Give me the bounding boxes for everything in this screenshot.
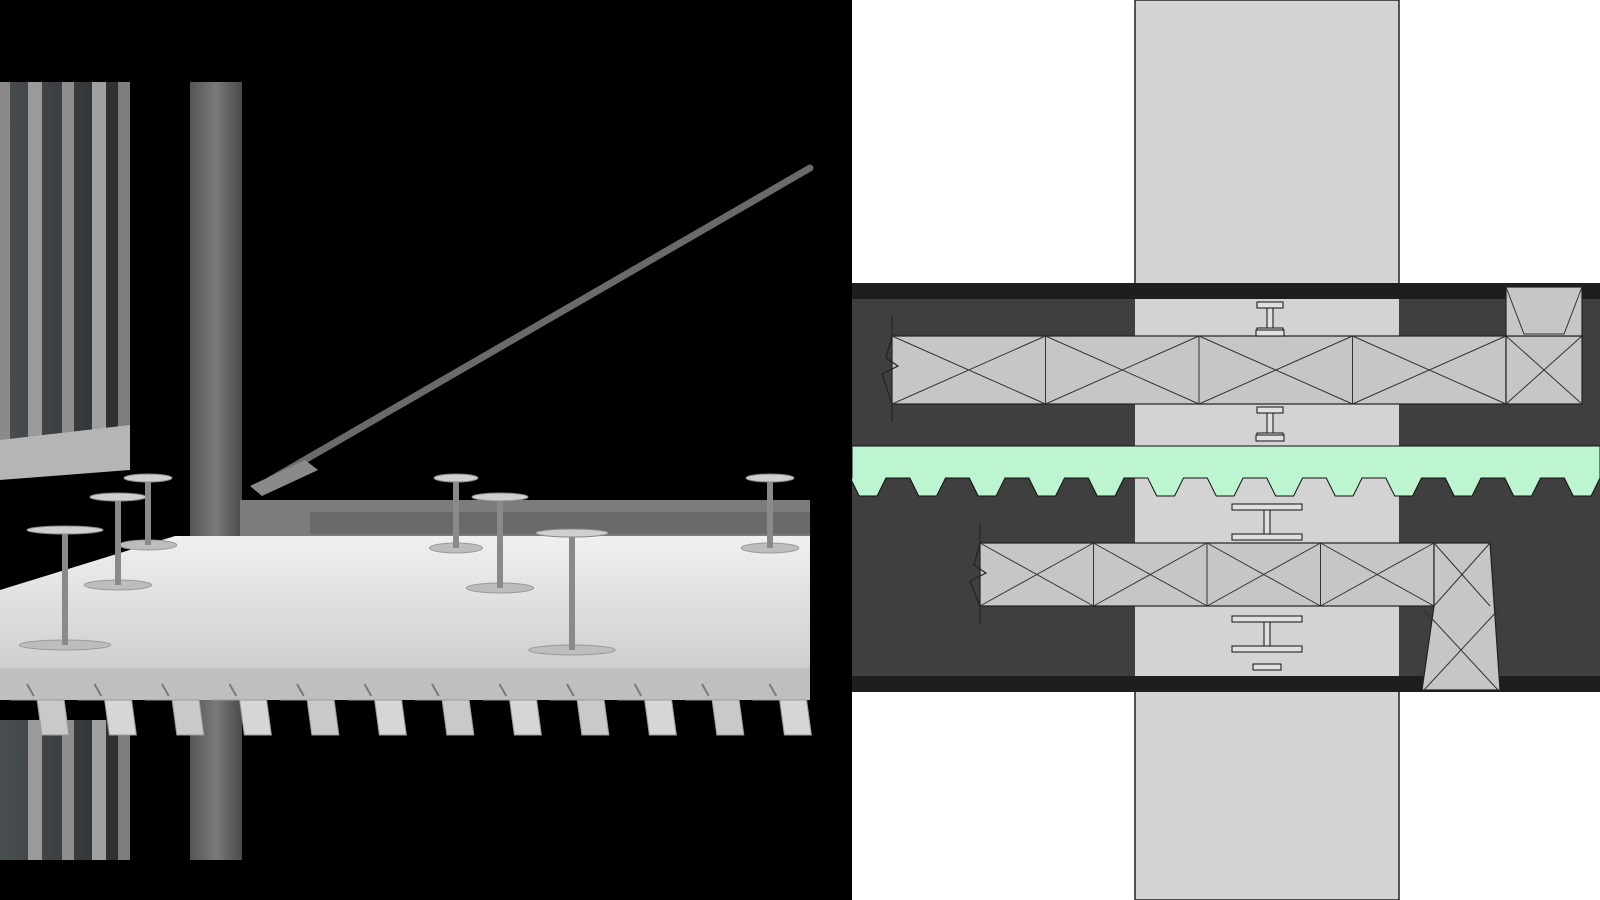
curtain-wall xyxy=(0,82,130,860)
deck-fastener xyxy=(228,683,238,697)
deck-flute xyxy=(415,699,475,736)
truss-bay xyxy=(1206,542,1321,607)
bearing-plate xyxy=(1255,434,1285,442)
truss-bay xyxy=(1352,335,1507,405)
slab-edge xyxy=(0,668,810,700)
deck-flute xyxy=(550,699,610,736)
truss-end-block xyxy=(1505,286,1583,405)
shear-stud xyxy=(18,525,112,651)
tie-rod-connection xyxy=(250,460,318,496)
deck-fastener xyxy=(93,683,103,697)
section-drawing-panel xyxy=(852,0,1600,900)
steel-column xyxy=(190,82,242,860)
deck-flute xyxy=(482,699,542,736)
deck-flute xyxy=(77,699,137,736)
deck-flute xyxy=(347,699,407,736)
truss-bay xyxy=(1198,335,1353,405)
deck-flute xyxy=(212,699,272,736)
metal-deck xyxy=(10,683,812,736)
deck-fastener xyxy=(701,683,710,697)
tie-rod xyxy=(266,164,814,484)
deck-fastener xyxy=(363,683,373,697)
shear-stud xyxy=(740,473,800,554)
deck-flute xyxy=(752,699,812,736)
deck-fastener xyxy=(431,683,440,697)
upper-truss xyxy=(881,286,1583,422)
deck-fastener xyxy=(768,683,778,697)
shear-stud xyxy=(465,492,535,594)
deck-fastener xyxy=(26,683,35,697)
shear-studs xyxy=(18,473,800,656)
truss-bay xyxy=(1320,542,1435,607)
concrete-slab xyxy=(852,445,1600,497)
truss-bay xyxy=(1045,335,1200,405)
truss-bay xyxy=(979,542,1094,607)
bearing-plate xyxy=(1255,329,1285,337)
slab-rendering xyxy=(0,82,814,860)
shear-stud xyxy=(83,492,153,591)
deck-flute xyxy=(10,699,70,736)
beam-sections xyxy=(1231,301,1303,671)
i-beam-symbol xyxy=(1231,503,1303,541)
slab-top-surface xyxy=(0,536,810,668)
bearing-plate xyxy=(1252,663,1282,671)
i-beam-symbol xyxy=(1231,615,1303,653)
shear-stud xyxy=(118,473,178,551)
deck-fastener xyxy=(161,683,170,697)
deck-fastener xyxy=(566,683,575,697)
section-drawing xyxy=(852,0,1600,900)
truss-bay xyxy=(1093,542,1208,607)
truss-end-block xyxy=(1421,542,1501,691)
deck-flute xyxy=(617,699,677,736)
deck-flute xyxy=(145,699,205,736)
deck-fastener xyxy=(498,683,508,697)
deck-flute xyxy=(685,699,745,736)
truss-bay xyxy=(891,335,1046,405)
deck-fastener xyxy=(296,683,305,697)
shear-stud xyxy=(429,473,483,554)
lower-truss xyxy=(969,523,1501,691)
shear-stud xyxy=(528,528,616,656)
deck-fastener xyxy=(633,683,643,697)
deck-flute xyxy=(280,699,340,736)
slab-rendering-panel xyxy=(0,82,814,860)
